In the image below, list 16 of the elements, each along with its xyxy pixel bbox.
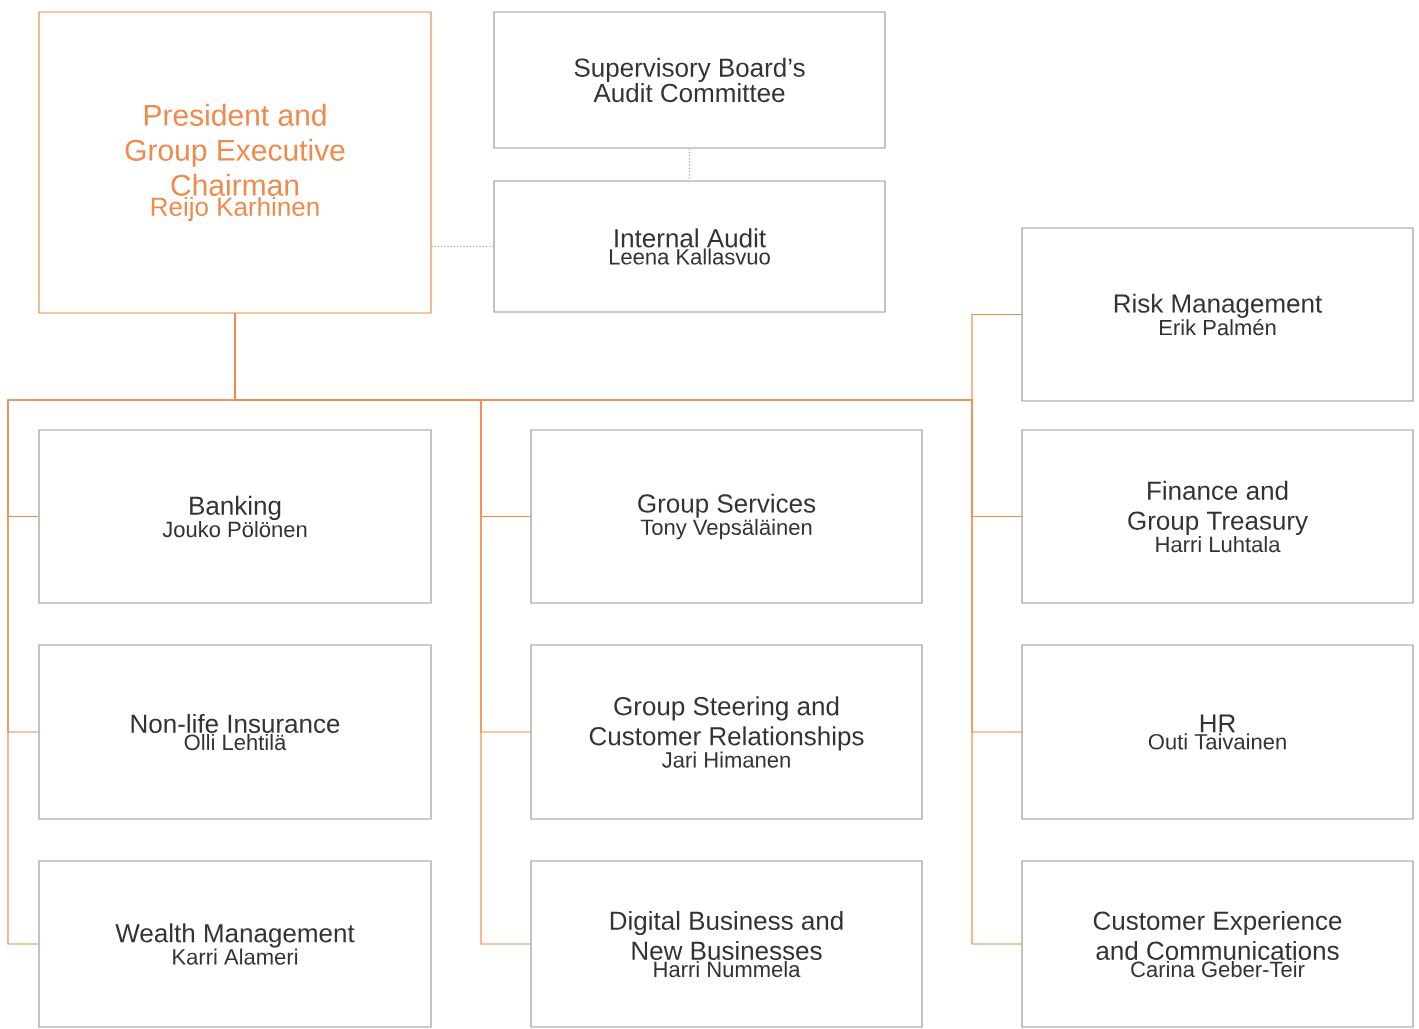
unit-box: Customer Experience and Communications Carina Geber-Teir xyxy=(1021,860,1414,1028)
connector-line xyxy=(234,313,1022,945)
unit-box: Group Services Tony Vepsäläinen xyxy=(530,429,923,604)
unit-box: Non-life Insurance Olli Lehtilä xyxy=(38,644,432,820)
unit-box: Wealth Management Karri Alameri xyxy=(38,860,432,1028)
unit-box: Banking Jouko Pölönen xyxy=(38,429,432,604)
unit-box: Digital Business and New Businesses Harri Nummela xyxy=(530,860,923,1028)
unit-box: Internal Audit Leena Kallasvuo xyxy=(493,180,886,313)
executive-box: President and Group Executive Chairman Reijo Karhinen xyxy=(38,11,432,314)
unit-box: HR Outi Taivainen xyxy=(1021,644,1414,820)
unit-box: Group Steering and Customer Relationships Jari Himanen xyxy=(530,644,923,820)
unit-box: Risk Management Erik Palmén xyxy=(1021,227,1414,402)
unit-box: Finance and Group Treasury Harri Luhtala xyxy=(1021,429,1414,604)
connector-line xyxy=(431,245,494,248)
unit-box: Supervisory Board’s Audit Committee xyxy=(493,11,886,149)
connector-line xyxy=(688,148,691,181)
